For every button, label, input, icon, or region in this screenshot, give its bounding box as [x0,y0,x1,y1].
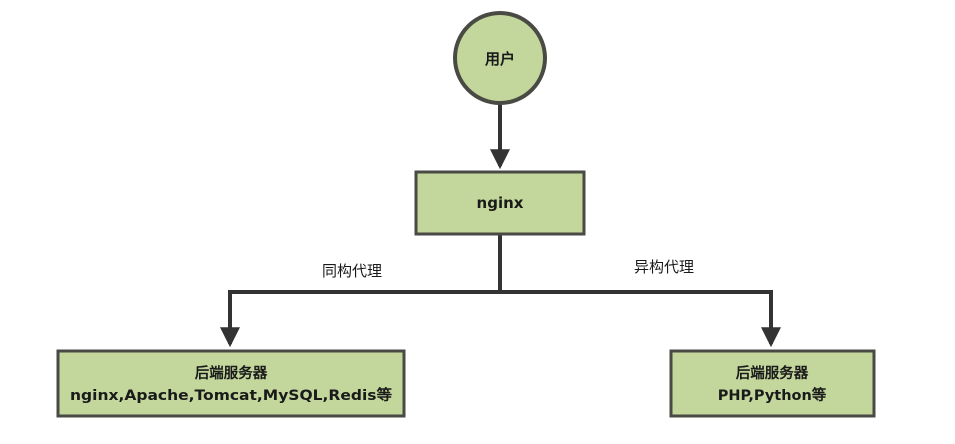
backend-server-left: 后端服务器 nginx,Apache,Tomcat,MySQL,Redis等 [56,349,406,418]
user-node: 用户 [453,11,547,105]
backend-right-subtitle: PHP,Python等 [718,386,827,404]
nginx-node: nginx [414,170,586,236]
backend-right-title: 后端服务器 [736,364,809,382]
backend-left-title: 后端服务器 [195,364,268,382]
edge-heterogeneous-proxy [500,290,781,348]
edge-homogeneous-proxy [220,290,500,348]
backend-right-box [669,349,876,418]
nginx-box [414,170,586,236]
nginx-label: nginx [477,194,524,212]
backend-left-box [56,349,406,418]
heterogeneous-proxy-label: 异构代理 [634,258,694,276]
backend-left-subtitle: nginx,Apache,Tomcat,MySQL,Redis等 [70,386,393,404]
edges [220,104,781,348]
user-label: 用户 [485,50,515,68]
user-circle [453,11,547,105]
homogeneous-proxy-label: 同构代理 [322,262,382,280]
backend-server-right: 后端服务器 PHP,Python等 [669,349,876,418]
